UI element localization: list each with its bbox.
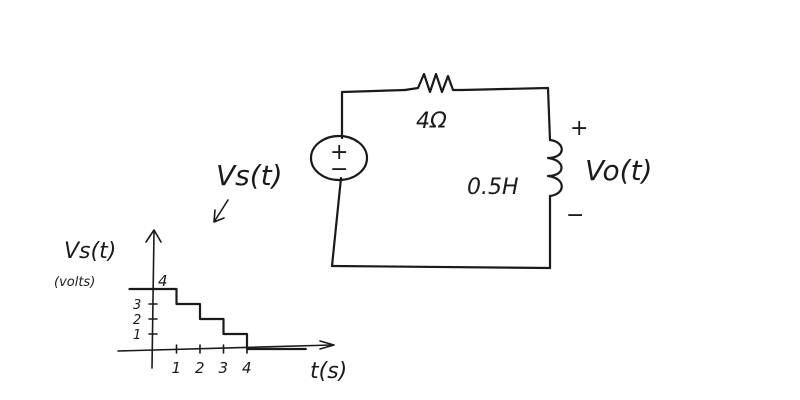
output-plus-sign: +: [570, 116, 588, 141]
graph-x-axis-arrowhead-icon: [319, 340, 335, 350]
x-tick-label: 2: [195, 359, 205, 377]
inductor-coil: [546, 138, 563, 198]
y-tick-label: 2: [133, 313, 141, 328]
pointer-arrow-icon: [213, 199, 229, 223]
inductor-label: 0.5H: [467, 175, 519, 200]
y-tick-label: 3: [133, 298, 141, 313]
output-minus-sign: −: [566, 203, 584, 228]
wire-top-left: [340, 88, 407, 140]
wire-top-right: [460, 86, 552, 142]
wire-left: [330, 176, 343, 268]
graph-x-label: t(s): [310, 359, 347, 384]
x-tick-label: 4: [242, 359, 252, 377]
source-label: Vs(t): [216, 159, 283, 192]
wire-bottom: [330, 264, 552, 270]
output-voltage-label: Vo(t): [585, 154, 652, 187]
graph-y-label: Vs(t): [64, 239, 116, 264]
graph-y-unit-label: (volts): [54, 275, 95, 290]
source-minus-sign: −: [330, 157, 348, 182]
graph-y-axis-arrowhead-icon: [145, 229, 162, 243]
source-plus-sign: +: [330, 140, 348, 165]
resistor-label: 4Ω: [416, 109, 447, 134]
graph-x-axis: [117, 344, 333, 352]
y-tick-group: 123: [133, 298, 158, 343]
step-waveform-series: [128, 287, 307, 351]
y-tick-label: 1: [133, 328, 141, 343]
graph-y-axis: [151, 231, 155, 369]
voltage-source-circle: [309, 134, 369, 182]
x-tick-label: 1: [172, 359, 182, 377]
graph-top-value-label: 4: [158, 272, 168, 290]
x-tick-label: 3: [219, 359, 229, 377]
resistor-zigzag: [403, 72, 464, 94]
